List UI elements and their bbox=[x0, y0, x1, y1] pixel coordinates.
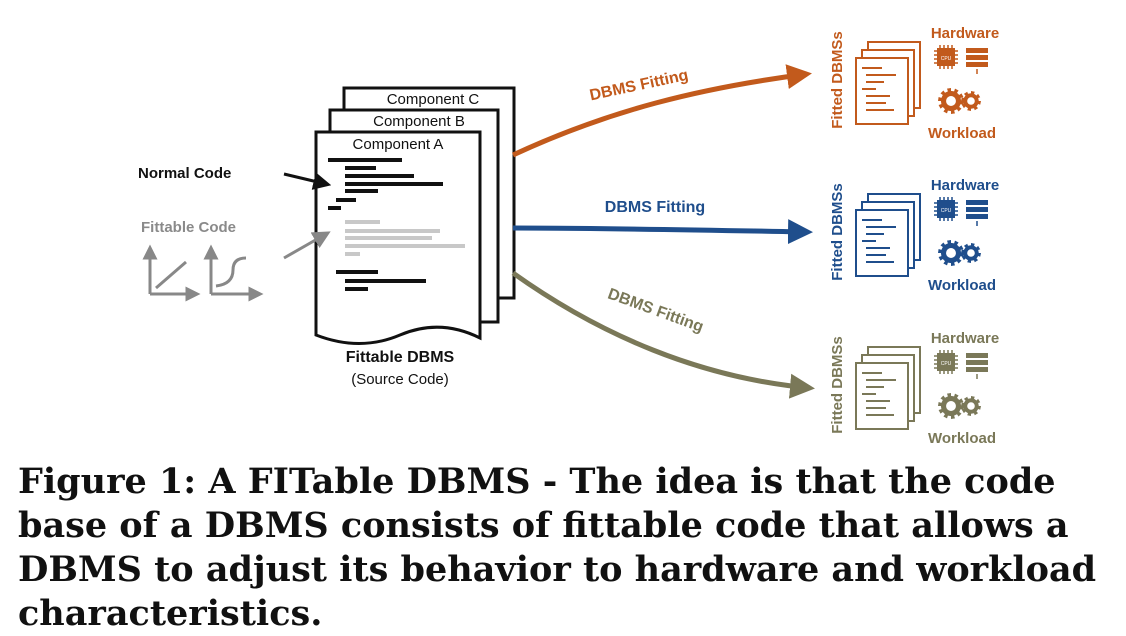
fitted-docs-icon bbox=[855, 193, 921, 277]
component-a-label: Component A bbox=[353, 136, 444, 153]
source-subtitle: (Source Code) bbox=[351, 371, 449, 388]
hardware-label: Hardware bbox=[931, 330, 999, 347]
workload-label: Workload bbox=[928, 277, 996, 294]
fittable-code-arrow bbox=[283, 231, 331, 260]
fitting-label-blue: DBMS Fitting bbox=[605, 199, 705, 216]
gear-small-icon bbox=[961, 396, 981, 416]
fitted-dbms-title: Fitted DBMSs bbox=[829, 336, 846, 434]
gear-large-icon bbox=[938, 240, 964, 266]
cpu-icon: CPU bbox=[934, 350, 958, 374]
server-icon bbox=[966, 353, 988, 379]
fitting-label-olive: DBMS Fitting bbox=[605, 286, 705, 336]
normal-code-lines-bottom bbox=[336, 270, 426, 291]
fittable-code-lines bbox=[345, 220, 465, 256]
gear-small-icon bbox=[961, 243, 981, 263]
cpu-icon: CPU bbox=[934, 45, 958, 69]
fitting-arrow-blue bbox=[512, 219, 813, 245]
fitted-dbms-title: Fitted DBMSs bbox=[829, 183, 846, 281]
svg-text:CPU: CPU bbox=[941, 56, 952, 62]
figure-caption: Figure 1: A FITable DBMS - The idea is t… bbox=[18, 461, 1097, 634]
linear-function-icon bbox=[142, 244, 201, 302]
gear-large-icon bbox=[938, 88, 964, 114]
fitting-arrow-orange bbox=[511, 64, 812, 158]
fitted-docs-icon bbox=[855, 41, 921, 125]
normal-code-lines-top bbox=[328, 158, 443, 210]
normal-code-label: Normal Code bbox=[138, 165, 231, 182]
fitted-dbms-title: Fitted DBMSs bbox=[829, 31, 846, 129]
source-title: Fittable DBMS bbox=[346, 349, 455, 366]
gear-small-icon bbox=[961, 91, 981, 111]
svg-text:CPU: CPU bbox=[941, 361, 952, 367]
component-b-label: Component B bbox=[373, 113, 465, 130]
hardware-label: Hardware bbox=[931, 25, 999, 42]
svg-text:CPU: CPU bbox=[941, 208, 952, 214]
component-c-label: Component C bbox=[387, 91, 480, 108]
fitted-docs-icon bbox=[855, 346, 921, 430]
server-icon bbox=[966, 200, 988, 226]
source-document-stack: Component C Component B Component A Fitt… bbox=[314, 86, 516, 388]
curve-function-icon bbox=[203, 244, 264, 302]
normal-code-arrow bbox=[283, 172, 332, 190]
fitable-dbms-diagram: Component C Component B Component A Fitt… bbox=[138, 25, 999, 447]
fitting-arrow-olive bbox=[511, 270, 815, 399]
workload-label: Workload bbox=[928, 430, 996, 447]
gear-large-icon bbox=[938, 393, 964, 419]
hardware-label: Hardware bbox=[931, 177, 999, 194]
server-icon bbox=[966, 48, 988, 74]
workload-label: Workload bbox=[928, 125, 996, 142]
fittable-code-label: Fittable Code bbox=[141, 219, 236, 236]
cpu-icon: CPU bbox=[934, 197, 958, 221]
